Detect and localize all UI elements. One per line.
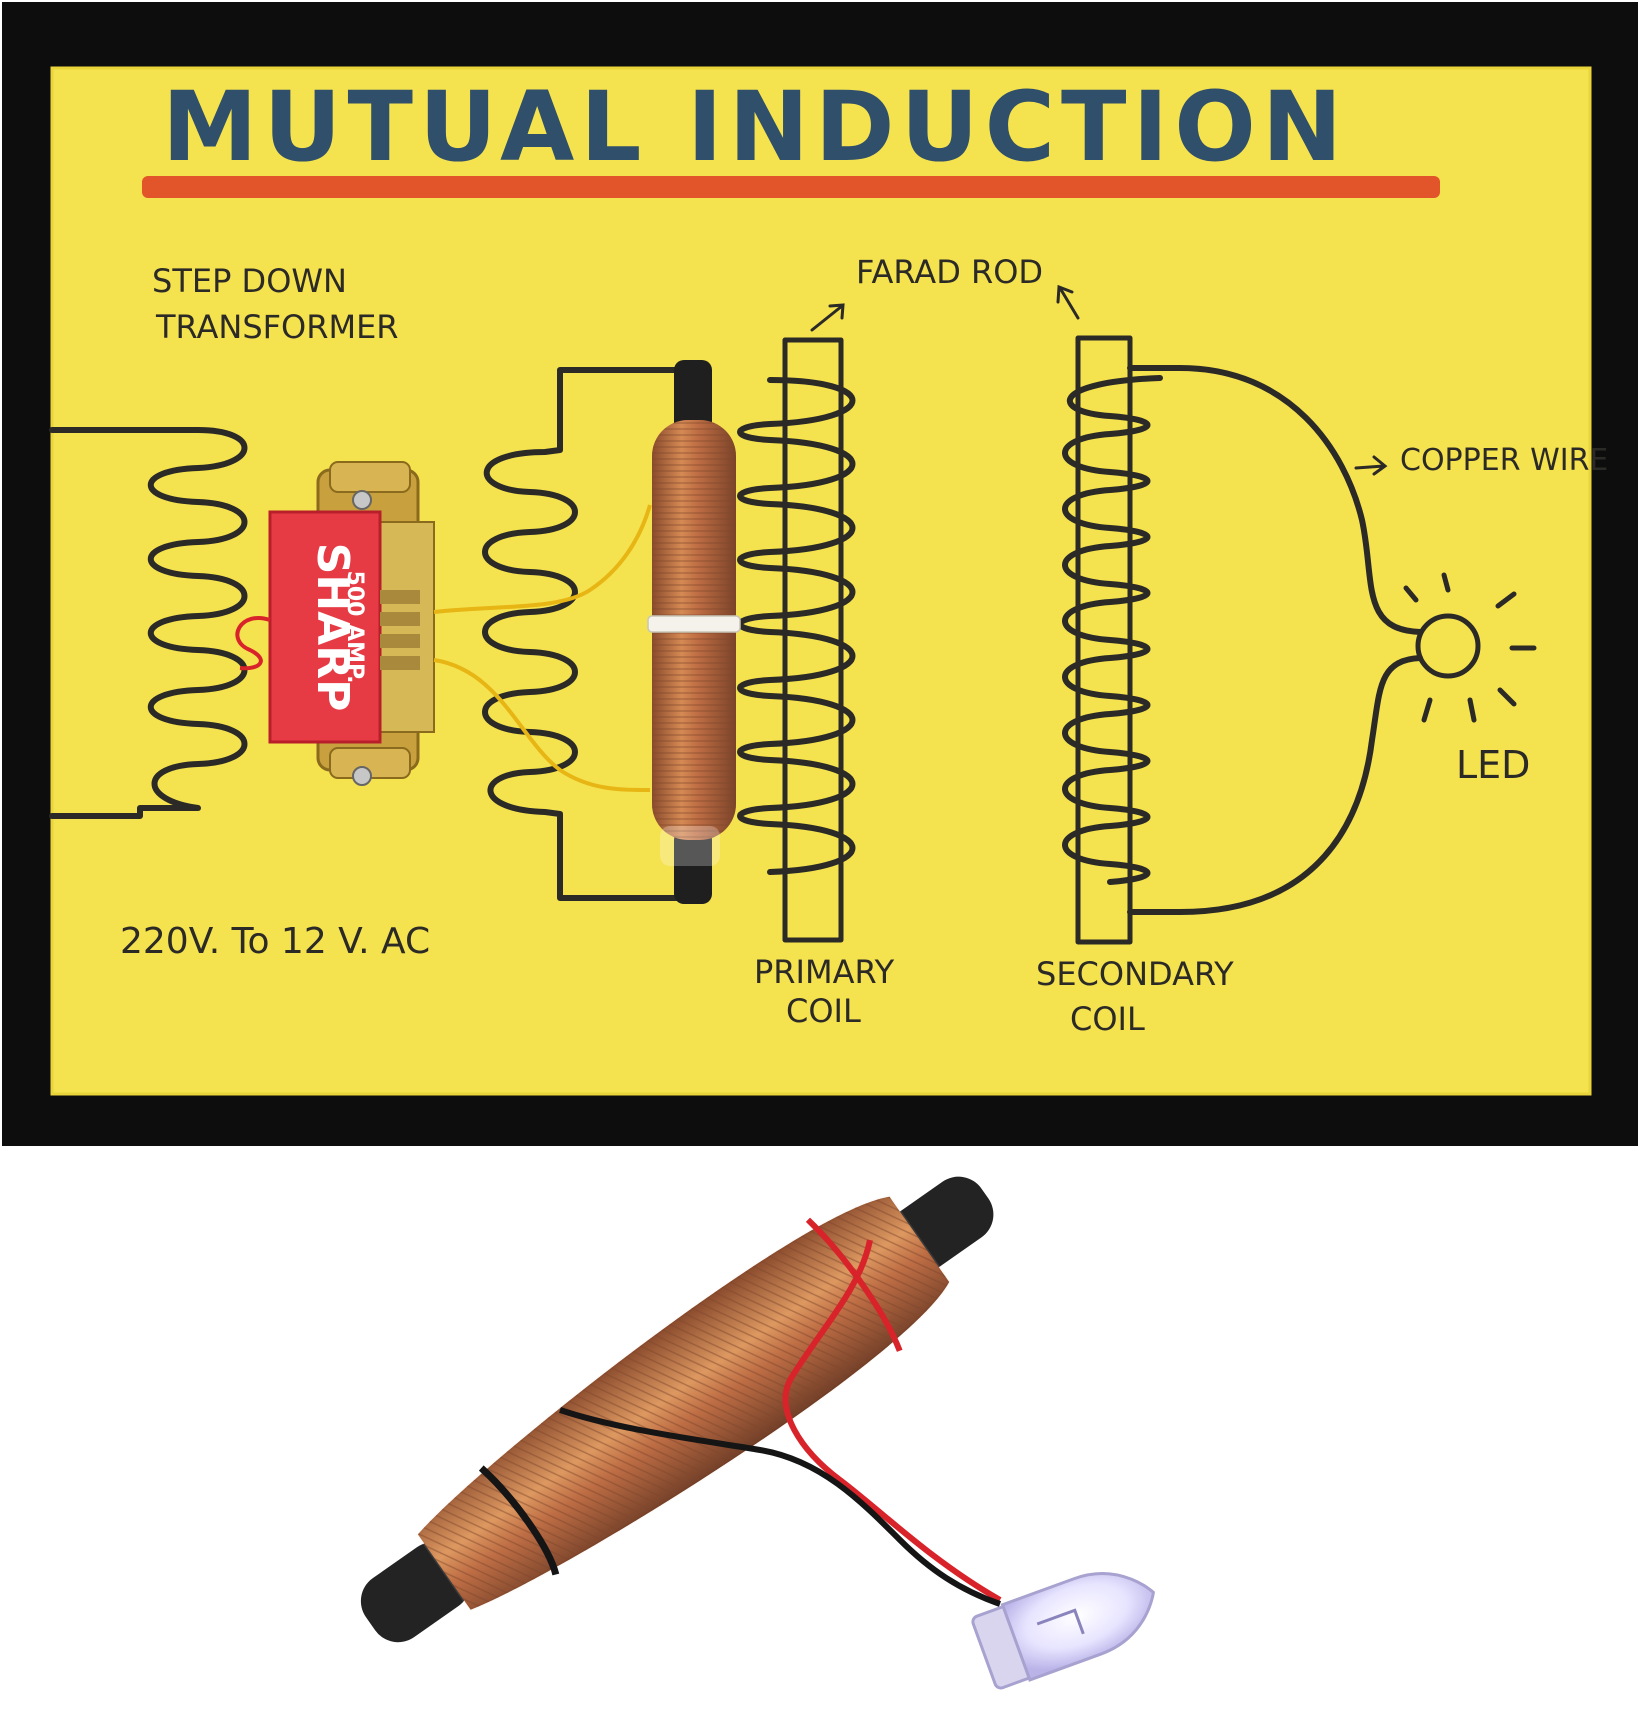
yellow-wire bbox=[433, 504, 652, 614]
project-board: MUTUAL INDUCTION STEP DOWN TRANSFORMER 2… bbox=[2, 2, 1638, 1146]
arrow-icon bbox=[1056, 284, 1080, 320]
coil-icon bbox=[1062, 375, 1163, 885]
loose-coil-assembly bbox=[360, 1176, 1155, 1690]
board-title: MUTUAL INDUCTION bbox=[162, 71, 1348, 183]
drawn-circuit bbox=[49, 335, 1423, 945]
label-secondary-coil: COIL bbox=[1070, 1000, 1145, 1038]
arrow-icon bbox=[810, 303, 845, 332]
label-secondary: SECONDARY bbox=[1036, 955, 1234, 993]
red-lead-wire bbox=[782, 1239, 1002, 1603]
label-copper-wire: COPPER WIRE bbox=[1400, 443, 1608, 478]
label-transformer: TRANSFORMER bbox=[155, 308, 399, 346]
label-farad-rod: FARAD ROD bbox=[856, 253, 1043, 291]
yellow-wire bbox=[433, 658, 651, 792]
ferrite-rod-icon bbox=[1075, 335, 1133, 945]
arrow-icon bbox=[1354, 455, 1388, 476]
label-step-down: STEP DOWN bbox=[152, 262, 347, 300]
label-primary-coil: COIL bbox=[786, 992, 861, 1030]
transformer-brand: SHARP bbox=[307, 543, 358, 712]
label-voltage: 220V. To 12 V. AC bbox=[120, 921, 430, 962]
led-bulb-icon bbox=[1403, 572, 1537, 723]
label-primary: PRIMARY bbox=[754, 953, 895, 991]
title-underline bbox=[142, 176, 1440, 198]
copper-coil-on-board bbox=[647, 360, 741, 904]
coil-icon bbox=[482, 367, 693, 901]
coil-icon bbox=[49, 427, 248, 819]
transformer-icon: SHARP 500 AMP. bbox=[235, 461, 435, 786]
transformer-rating: 500 AMP. bbox=[342, 571, 367, 684]
led-bulb-icon bbox=[971, 1572, 1155, 1690]
label-led: LED bbox=[1456, 743, 1530, 787]
ferrite-rod-icon bbox=[782, 337, 844, 943]
black-lead-wire bbox=[559, 1407, 1001, 1607]
